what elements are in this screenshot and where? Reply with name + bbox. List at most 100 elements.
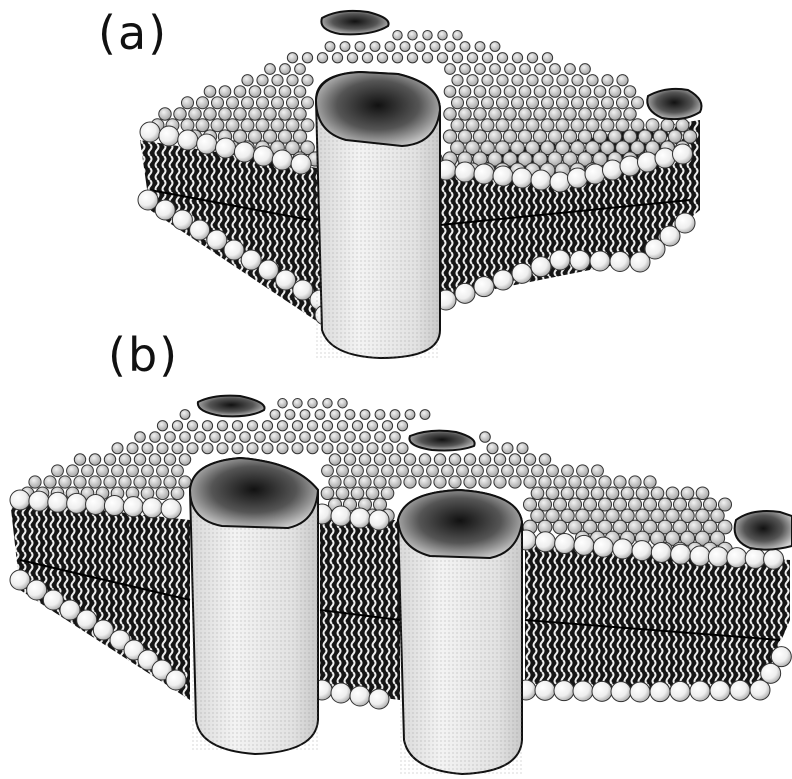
phospholipid-head-icon bbox=[459, 108, 471, 120]
phospholipid-head-icon bbox=[171, 487, 184, 500]
phospholipid-head-icon bbox=[452, 53, 462, 63]
phospholipid-head-icon bbox=[565, 64, 576, 75]
phospholipid-head-icon bbox=[444, 86, 456, 98]
phospholipid-head-icon bbox=[586, 97, 598, 109]
phospholipid-head-icon bbox=[210, 432, 221, 443]
phospholipid-head-icon bbox=[606, 487, 619, 500]
phospholipid-head-icon bbox=[480, 432, 491, 443]
phospholipid-head-icon bbox=[287, 75, 298, 86]
phospholipid-head-icon bbox=[302, 75, 313, 86]
phospholipid-head-icon bbox=[258, 260, 278, 280]
phospholipid-head-icon bbox=[350, 686, 370, 706]
phospholipid-head-icon bbox=[535, 680, 555, 700]
phospholipid-head-icon bbox=[332, 53, 342, 63]
phospholipid-head-icon bbox=[727, 548, 747, 568]
phospholipid-head-icon bbox=[190, 220, 210, 240]
phospholipid-head-icon bbox=[524, 454, 535, 465]
phospholipid-head-icon bbox=[538, 498, 551, 511]
phospholipid-head-icon bbox=[276, 270, 296, 290]
phospholipid-head-icon bbox=[241, 119, 254, 132]
phospholipid-head-icon bbox=[255, 432, 266, 443]
phospholipid-head-icon bbox=[696, 487, 709, 500]
phospholipid-head-icon bbox=[519, 108, 531, 120]
phospholipid-head-icon bbox=[666, 487, 679, 500]
phospholipid-head-icon bbox=[474, 108, 486, 120]
phospholipid-head-icon bbox=[127, 465, 139, 477]
phospholipid-head-icon bbox=[197, 134, 217, 154]
phospholipid-head-icon bbox=[549, 86, 561, 98]
phospholipid-head-icon bbox=[164, 476, 176, 488]
phospholipid-head-icon bbox=[330, 410, 340, 420]
phospholipid-head-icon bbox=[287, 53, 297, 63]
phospholipid-head-icon bbox=[375, 432, 386, 443]
panel-b-membrane bbox=[10, 396, 792, 774]
phospholipid-head-icon bbox=[189, 108, 201, 120]
phospholipid-head-icon bbox=[561, 487, 574, 500]
phospholipid-head-icon bbox=[369, 510, 389, 530]
phospholipid-head-icon bbox=[123, 497, 143, 517]
phospholipid-head-icon bbox=[253, 146, 273, 166]
phospholipid-head-icon bbox=[613, 498, 626, 511]
phospholipid-head-icon bbox=[517, 443, 528, 454]
phospholipid-head-icon bbox=[449, 476, 461, 488]
phospholipid-head-icon bbox=[272, 75, 283, 86]
phospholipid-head-icon bbox=[48, 492, 68, 512]
phospholipid-head-icon bbox=[240, 432, 251, 443]
phospholipid-head-icon bbox=[262, 421, 272, 431]
phospholipid-head-icon bbox=[509, 454, 520, 465]
phospholipid-head-icon bbox=[688, 498, 701, 511]
phospholipid-head-icon bbox=[127, 443, 138, 454]
phospholipid-head-icon bbox=[490, 42, 500, 52]
phospholipid-head-icon bbox=[249, 86, 261, 98]
phospholipid-head-icon bbox=[142, 498, 162, 518]
phospholipid-head-icon bbox=[204, 108, 216, 120]
phospholipid-head-icon bbox=[389, 476, 401, 488]
phospholipid-head-icon bbox=[676, 119, 689, 132]
phospholipid-head-icon bbox=[390, 410, 400, 420]
phospholipid-head-icon bbox=[392, 53, 402, 63]
phospholipid-head-icon bbox=[658, 498, 671, 511]
phospholipid-head-icon bbox=[598, 498, 611, 511]
phospholipid-head-icon bbox=[534, 108, 546, 120]
panel-a-membrane bbox=[138, 11, 702, 358]
phospholipid-head-icon bbox=[181, 97, 193, 109]
phospholipid-head-icon bbox=[404, 454, 415, 465]
phospholipid-head-icon bbox=[550, 64, 561, 75]
phospholipid-head-icon bbox=[224, 240, 244, 260]
phospholipid-head-icon bbox=[344, 454, 355, 465]
phospholipid-head-icon bbox=[624, 108, 636, 120]
phospholipid-head-icon bbox=[180, 410, 190, 420]
phospholipid-head-icon bbox=[225, 432, 236, 443]
phospholipid-head-icon bbox=[195, 432, 206, 443]
phospholipid-head-icon bbox=[631, 97, 643, 109]
phospholipid-head-icon bbox=[211, 97, 223, 109]
phospholipid-head-icon bbox=[44, 476, 56, 488]
phospholipid-head-icon bbox=[586, 119, 599, 132]
phospholipid-head-icon bbox=[526, 119, 539, 132]
phospholipid-head-icon bbox=[554, 476, 566, 488]
phospholipid-head-icon bbox=[352, 443, 363, 454]
phospholipid-head-icon bbox=[585, 164, 605, 184]
phospholipid-head-icon bbox=[241, 97, 253, 109]
phospholipid-head-icon bbox=[636, 487, 649, 500]
phospholipid-head-icon bbox=[531, 487, 544, 500]
phospholipid-head-icon bbox=[466, 119, 479, 132]
phospholipid-head-icon bbox=[576, 487, 589, 500]
phospholipid-head-icon bbox=[338, 399, 347, 408]
phospholipid-head-icon bbox=[156, 487, 169, 500]
phospholipid-head-icon bbox=[630, 682, 650, 702]
phospholipid-head-icon bbox=[661, 119, 674, 132]
phospholipid-head-icon bbox=[532, 465, 544, 477]
phospholipid-head-icon bbox=[550, 250, 570, 270]
phospholipid-head-icon bbox=[322, 421, 332, 431]
lipid-tail-icon bbox=[320, 520, 400, 700]
phospholipid-head-icon bbox=[569, 476, 581, 488]
phospholipid-head-icon bbox=[455, 162, 475, 182]
phospholipid-head-icon bbox=[539, 454, 550, 465]
phospholipid-head-icon bbox=[590, 251, 610, 271]
phospholipid-head-icon bbox=[374, 476, 386, 488]
phospholipid-head-icon bbox=[257, 75, 268, 86]
membrane-protein-icon bbox=[409, 431, 474, 451]
phospholipid-head-icon bbox=[179, 454, 190, 465]
phospholipid-head-icon bbox=[616, 97, 628, 109]
